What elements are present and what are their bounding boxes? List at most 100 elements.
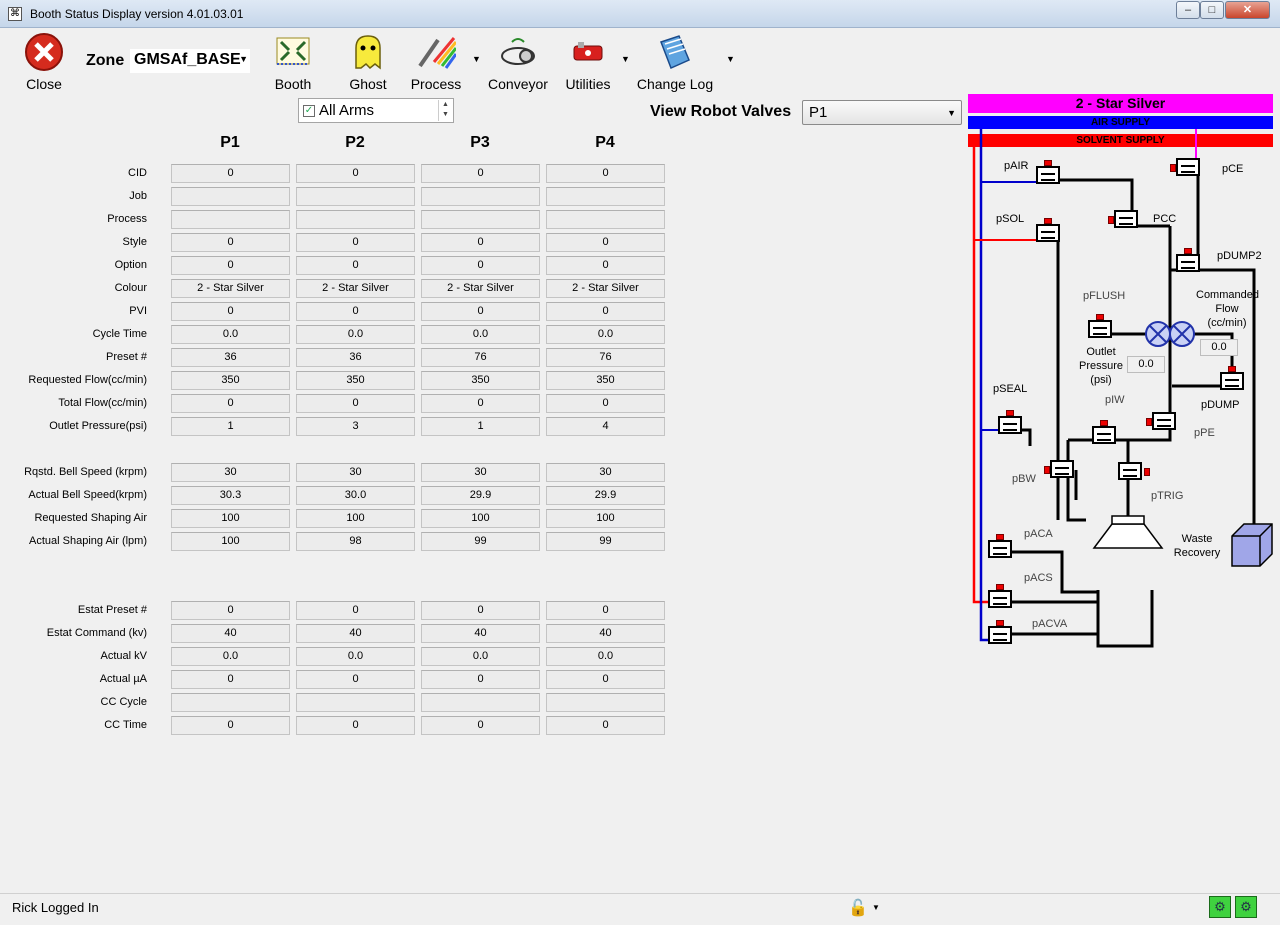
value-cell: 0 — [171, 233, 290, 252]
value-cell: 0 — [171, 164, 290, 183]
valve-ppe[interactable] — [1146, 412, 1176, 430]
value-cell: 76 — [421, 348, 540, 367]
valve-pdump2[interactable] — [1176, 248, 1200, 272]
value-cell: 29.9 — [421, 486, 540, 505]
value-cell: 0.0 — [421, 647, 540, 666]
title-bar: ⌘ Booth Status Display version 4.01.03.0… — [0, 0, 1280, 28]
robot-valves-select[interactable]: P1 ▼ — [802, 100, 962, 125]
valve-pacs[interactable] — [988, 584, 1012, 608]
chevron-down-icon: ▼ — [239, 54, 248, 64]
value-cell: 0 — [296, 233, 415, 252]
value-cell: 0 — [296, 670, 415, 689]
status-bar: Rick Logged In 🔓 ▼ ⚙ ⚙ — [0, 893, 1280, 925]
chevron-down-icon: ▼ — [947, 108, 956, 118]
row-label: Process — [107, 213, 147, 225]
utilities-dropdown-icon[interactable]: ▼ — [621, 54, 630, 64]
lock-icon[interactable]: 🔓 — [848, 900, 868, 917]
value-cell: 0 — [421, 164, 540, 183]
utilities-button[interactable]: Utilities ▼ — [563, 32, 630, 92]
robot-valves-value: P1 — [809, 104, 828, 121]
value-cell: 0 — [546, 394, 665, 413]
value-cell: 0 — [546, 601, 665, 620]
label-ptrig: pTRIG — [1151, 490, 1184, 502]
value-cell: 350 — [421, 371, 540, 390]
value-cell: 100 — [296, 509, 415, 528]
all-arms-checkbox[interactable]: ✓ — [303, 105, 315, 117]
valve-psol[interactable] — [1036, 218, 1060, 242]
air-supply-bar: AIR SUPPLY — [968, 116, 1273, 129]
label-pair: pAIR — [1004, 160, 1029, 172]
booth-icon — [276, 37, 310, 65]
value-cell: 0 — [171, 716, 290, 735]
valve-pcc[interactable] — [1108, 210, 1138, 228]
all-arms-label: All Arms — [319, 102, 375, 119]
process-label: Process — [410, 76, 462, 92]
value-cell: 2 - Star Silver — [421, 279, 540, 298]
minimize-button[interactable]: – — [1176, 1, 1200, 19]
value-cell: 0 — [421, 256, 540, 275]
ghost-label: Ghost — [349, 76, 387, 92]
label-pcc: PCC — [1153, 213, 1177, 225]
booth-button[interactable]: Booth — [268, 32, 318, 92]
close-button[interactable]: Close — [20, 32, 68, 92]
utilities-icon — [573, 42, 603, 61]
row-label: Requested Shaping Air — [34, 512, 147, 524]
process-button[interactable]: Process ▼ — [408, 32, 481, 92]
label-outlet-pressure: Outlet Pressure (psi) — [1078, 346, 1124, 386]
value-cell — [546, 187, 665, 206]
row-label: Estat Command (kv) — [46, 627, 147, 639]
value-cell: 0.0 — [296, 647, 415, 666]
value-cell: 1 — [171, 417, 290, 436]
robot-status-icon-2[interactable]: ⚙ — [1235, 896, 1257, 918]
valve-pseal[interactable] — [998, 410, 1022, 434]
label-pacs: pACS — [1024, 572, 1053, 584]
valve-pce[interactable] — [1170, 158, 1200, 176]
label-pce: pCE — [1222, 163, 1244, 175]
value-cell — [421, 187, 540, 206]
value-cell: 30 — [546, 463, 665, 482]
valve-ptrig[interactable] — [1118, 462, 1150, 480]
utilities-label: Utilities — [565, 76, 611, 92]
valve-pdump[interactable] — [1220, 366, 1244, 390]
valve-pflush[interactable] — [1088, 314, 1112, 338]
value-cell: 0 — [171, 601, 290, 620]
value-cell: 36 — [296, 348, 415, 367]
column-header: P4 — [595, 134, 615, 151]
arms-selector[interactable]: ✓ All Arms ▲▼ — [298, 98, 454, 123]
ghost-button[interactable]: Ghost — [343, 32, 393, 92]
value-cell: 4 — [546, 417, 665, 436]
value-cell: 100 — [171, 509, 290, 528]
conveyor-button[interactable]: Conveyor — [486, 32, 550, 92]
window-close-button[interactable]: ✕ — [1225, 1, 1270, 19]
label-pdump: pDUMP — [1201, 399, 1240, 411]
change-log-dropdown-icon[interactable]: ▼ — [726, 54, 735, 64]
value-cell: 36 — [171, 348, 290, 367]
value-cell: 0 — [171, 394, 290, 413]
valve-pacva[interactable] — [988, 620, 1012, 644]
value-cell: 2 - Star Silver — [171, 279, 290, 298]
valve-pair[interactable] — [1036, 160, 1060, 184]
row-label: Actual kV — [100, 650, 147, 662]
lock-dropdown-icon[interactable]: ▼ — [872, 903, 880, 912]
row-label: Estat Preset # — [77, 604, 147, 616]
arms-spinner[interactable]: ▲▼ — [438, 100, 452, 121]
valve-pbw[interactable] — [1044, 460, 1074, 478]
value-cell: 30 — [171, 463, 290, 482]
change-log-button[interactable]: Change Log ▼ — [634, 32, 735, 92]
value-cell: 99 — [421, 532, 540, 551]
robot-status-icon[interactable]: ⚙ — [1209, 896, 1231, 918]
maximize-button[interactable]: □ — [1200, 1, 1224, 19]
zone-label: Zone — [86, 52, 125, 69]
conveyor-label: Conveyor — [488, 76, 548, 92]
label-pflush: pFLUSH — [1083, 290, 1126, 302]
value-cell: 30 — [421, 463, 540, 482]
booth-label: Booth — [274, 76, 312, 92]
label-pacva: pACVA — [1032, 618, 1068, 630]
valve-piw[interactable] — [1092, 420, 1116, 444]
valve-paca[interactable] — [988, 534, 1012, 558]
process-dropdown-icon[interactable]: ▼ — [472, 54, 481, 64]
value-cell: 350 — [546, 371, 665, 390]
row-label: Total Flow(cc/min) — [58, 397, 147, 409]
zone-select[interactable]: GMSAf_BASE ▼ — [130, 49, 250, 73]
commanded-flow-value: 0.0 — [1200, 339, 1238, 356]
